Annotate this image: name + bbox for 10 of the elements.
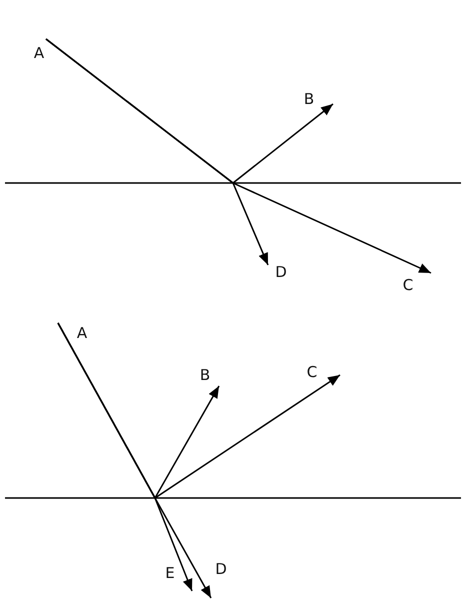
ray-label: E [161,561,179,585]
ray-label: B [196,363,214,387]
ray-arrow [46,38,269,266]
ray-label: C [398,273,418,297]
ray-label: D [211,557,231,581]
ray-label: A [72,321,92,345]
ray-label: C [302,360,322,384]
ray-label: A [28,37,48,65]
ray-label: D [271,260,291,284]
ray-label: B [300,87,318,111]
